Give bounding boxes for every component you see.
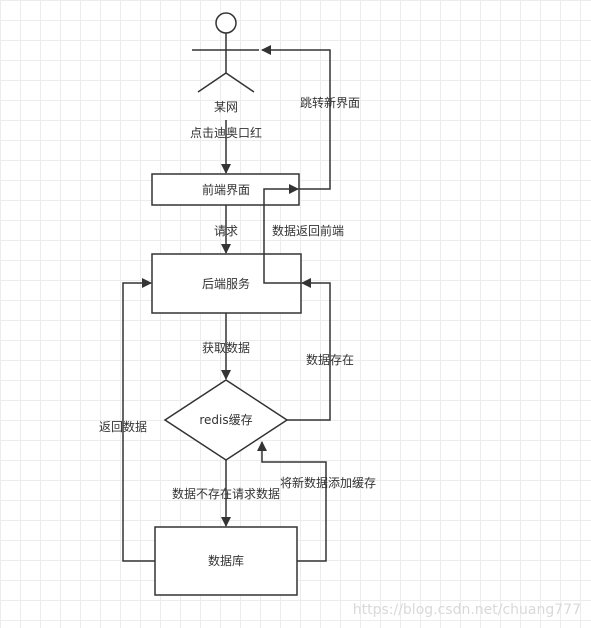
actor-label: 某网 xyxy=(214,100,238,114)
watermark: https://blog.csdn.net/chuang777 xyxy=(353,602,581,618)
edge-exists xyxy=(287,278,331,421)
backend-node-label: 后端服务 xyxy=(202,276,250,291)
edge-request-label: 请求 xyxy=(214,224,238,238)
frontend-node-label: 前端界面 xyxy=(202,182,250,197)
edge-return-front-label: 数据返回前端 xyxy=(272,223,344,238)
database-node-label: 数据库 xyxy=(208,553,244,568)
user-actor-icon xyxy=(192,12,259,93)
edge-add-cache-label: 将新数据添加缓存 xyxy=(280,475,376,490)
edge-return-front xyxy=(263,184,301,284)
edge-jump-label: 跳转新界面 xyxy=(300,95,360,110)
redis-node-label: redis缓存 xyxy=(199,413,252,427)
edge-get-data-label: 获取数据 xyxy=(202,340,250,355)
edge-jump xyxy=(261,45,331,190)
database-node xyxy=(154,526,298,596)
edge-exists-label: 数据存在 xyxy=(306,352,354,367)
edge-return-data-label: 返回数据 xyxy=(99,419,147,434)
edge-add-cache xyxy=(257,441,327,562)
edge-return-data xyxy=(122,278,155,562)
edge-click-label: 点击迪奥口红 xyxy=(190,125,262,140)
edge-not-exist-label: 数据不存在请求数据 xyxy=(172,486,280,501)
